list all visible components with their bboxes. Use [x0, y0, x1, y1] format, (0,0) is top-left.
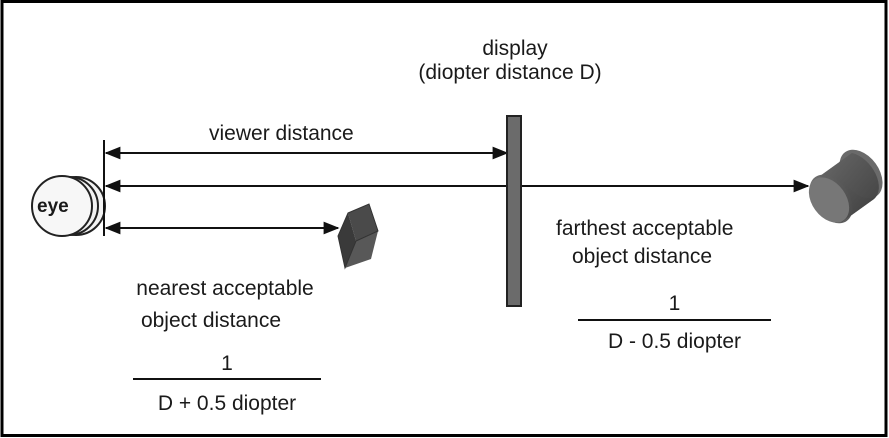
- nearest-label: nearest acceptable object distance: [90, 277, 360, 333]
- farthest-label: farthest acceptable object distance: [556, 217, 733, 269]
- display-label-line1: display: [482, 37, 548, 60]
- eye-icon: [31, 175, 106, 237]
- display-label: display (diopter distance D): [418, 37, 610, 85]
- display-label-line2: (diopter distance D): [418, 61, 602, 84]
- farthest-label-line1: farthest acceptable: [556, 217, 734, 240]
- nearest-label-line1: nearest acceptable: [136, 277, 314, 300]
- nearest-label-line2: object distance: [140, 309, 282, 332]
- nearest-numerator: 1: [221, 352, 233, 375]
- farthest-label-line2: object distance: [572, 245, 713, 268]
- farthest-numerator: 1: [668, 292, 681, 315]
- eye-label: eye: [37, 196, 69, 217]
- display-panel: [506, 115, 522, 307]
- nearest-denominator: D + 0.5 diopter: [157, 392, 297, 415]
- cube-icon: [337, 203, 379, 270]
- viewer-distance-label: viewer distance: [209, 122, 354, 145]
- cylinder-icon: [808, 149, 883, 224]
- farthest-denominator: D - 0.5 diopter: [607, 330, 742, 353]
